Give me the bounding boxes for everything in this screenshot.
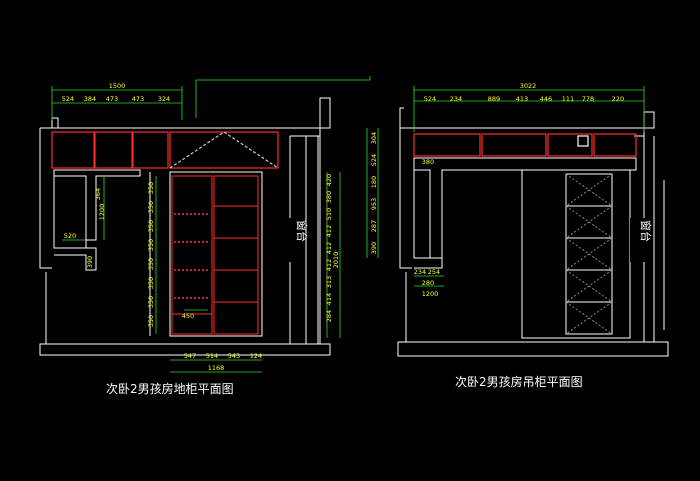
dimension-labels: 1500 524 384 473 473 324 420 380 510 412 412 412 313…	[62, 82, 624, 372]
left-bottom-segment-dim: 543	[228, 352, 240, 360]
right-tall-cabinet	[521, 169, 631, 339]
left-inner-dim: 350	[147, 315, 155, 327]
left-right-segment-dim: 510	[325, 208, 333, 220]
right-left-dim: 390	[370, 242, 378, 254]
left-upper-cabinets	[51, 131, 279, 169]
right-inner-dim: 380	[422, 158, 434, 166]
right-left-dim: 287	[370, 220, 378, 232]
left-right-segment-dim: 313	[325, 276, 333, 288]
left-plan: 窗台	[39, 76, 371, 373]
left-inner-dim: 350	[147, 258, 155, 270]
right-top-segment-dim: 234	[450, 95, 462, 103]
left-hanger-rods	[174, 213, 210, 299]
left-inner-dim: 350	[147, 239, 155, 251]
left-right-segment-dim: 284	[325, 310, 333, 322]
left-right-segment-dim: 412	[325, 259, 333, 271]
left-top-segment-dim: 324	[158, 95, 170, 103]
left-window: 窗台	[286, 218, 309, 262]
left-side-cabinet	[53, 169, 141, 271]
left-top-segment-dim: 384	[84, 95, 96, 103]
right-dimension-lines	[366, 86, 645, 287]
left-bottom-segment-dim: 547	[184, 352, 196, 360]
left-right-segment-dim: 420	[325, 174, 333, 186]
left-inner-dim: 350	[147, 182, 155, 194]
left-drawer-dim: 450	[182, 312, 194, 320]
right-left-dim: 304	[370, 132, 378, 144]
left-window-label: 窗台	[295, 220, 309, 242]
right-top-segment-dim: 111	[562, 95, 574, 103]
left-bottom-overall-dim: 1168	[208, 364, 225, 372]
left-side-dim: 1200	[98, 204, 106, 221]
right-window: 窗台	[630, 218, 653, 262]
left-bottom-segment-dim: 124	[250, 352, 262, 360]
right-top-segment-dim: 220	[612, 95, 624, 103]
right-top-segment-dim: 446	[540, 95, 552, 103]
left-top-overall-dim: 1500	[109, 82, 126, 90]
right-top-segment-dim: 413	[516, 95, 528, 103]
right-small-dim: 234	[414, 268, 426, 276]
left-right-segment-dim: 412	[325, 242, 333, 254]
right-left-dim: 953	[370, 198, 378, 210]
right-plan: 窗台	[366, 86, 669, 357]
left-right-segment-dim: 414	[325, 293, 333, 305]
left-right-segment-dim: 380	[325, 191, 333, 203]
left-top-segment-dim: 473	[106, 95, 118, 103]
right-small-dim: 254	[428, 268, 440, 276]
right-plan-caption: 次卧2男孩房吊柜平面图	[455, 375, 583, 389]
left-top-segment-dim: 524	[62, 95, 74, 103]
left-bottom-segment-dim: 514	[206, 352, 218, 360]
right-bottom-overall-dim: 1200	[422, 290, 439, 298]
right-top-segment-dim: 778	[582, 95, 594, 103]
left-dimension-lines	[51, 76, 371, 373]
right-top-overall-dim: 3022	[520, 82, 537, 90]
right-walls	[397, 107, 669, 357]
left-plan-caption: 次卧2男孩房地柜平面图	[106, 382, 234, 396]
left-right-segment-dim: 412	[325, 225, 333, 237]
left-inner-dim: 350	[147, 296, 155, 308]
left-side-dim: 364	[94, 188, 102, 200]
left-side-dim: 520	[64, 232, 76, 240]
right-left-dim: 524	[370, 154, 378, 166]
right-window-label: 窗台	[639, 220, 653, 242]
right-left-dim: 180	[370, 176, 378, 188]
left-wardrobe	[149, 171, 263, 337]
left-top-segment-dim: 473	[132, 95, 144, 103]
left-inner-dim: 350	[147, 277, 155, 289]
left-inner-dim: 350	[147, 201, 155, 213]
left-side-dim: 390	[86, 256, 94, 268]
left-right-overall-dim: 2010	[332, 252, 340, 269]
right-top-segment-dim: 889	[488, 95, 500, 103]
right-top-segment-dim: 524	[424, 95, 436, 103]
right-small-dim: 280	[422, 279, 434, 287]
right-side-cabinet	[413, 157, 637, 269]
left-inner-dim: 350	[147, 220, 155, 232]
right-upper-cabinets	[413, 133, 637, 157]
